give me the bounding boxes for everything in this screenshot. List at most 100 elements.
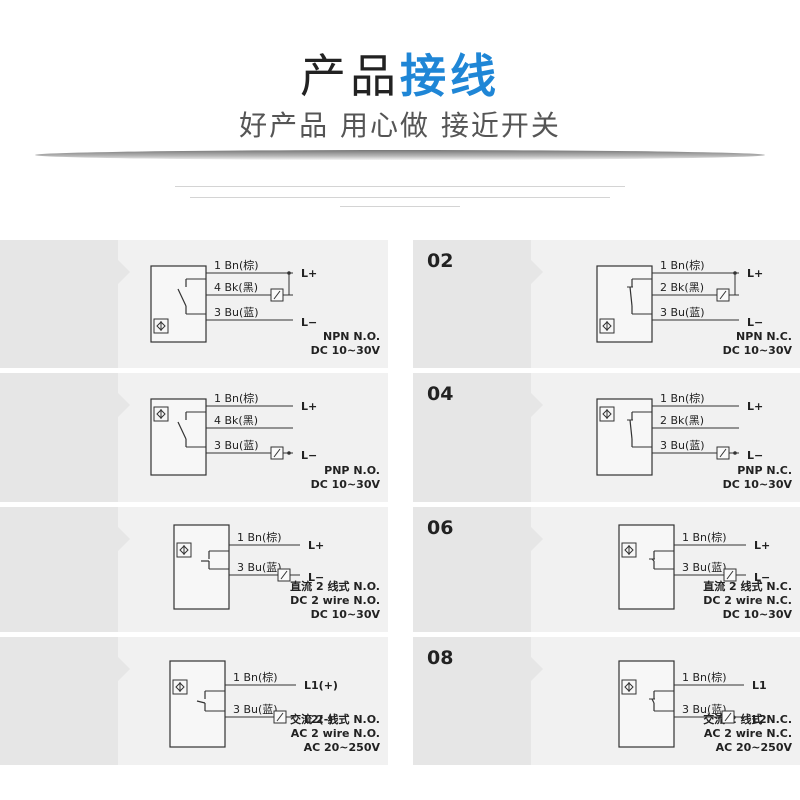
panel-label: PNP N.O.DC 10~30V — [311, 464, 380, 492]
sensor-icon — [156, 409, 166, 419]
wire-label: 1 Bn(棕) — [682, 670, 727, 684]
panel-label-line: DC 10~30V — [722, 608, 792, 621]
panel-label-line: NPN N.C. — [736, 330, 792, 343]
terminal-label: L− — [754, 571, 770, 584]
wire-label: 3 Bu(蓝) — [233, 703, 278, 716]
fine-divider — [175, 186, 625, 187]
panel-label-line: DC 10~30V — [310, 344, 380, 357]
panel-label-area — [0, 637, 118, 765]
wiring-diagram: 1 Bn(棕)3 Bu(蓝)L+L− — [618, 524, 770, 610]
sensor-icon — [153, 406, 169, 422]
terminal-label: L+ — [747, 400, 763, 413]
panel-diagram-area — [531, 240, 800, 368]
panel-label-line: AC 2 wire N.C. — [703, 727, 792, 740]
terminal-label: L+ — [747, 267, 763, 280]
sensor-icon — [624, 545, 634, 555]
panel-label: PNP N.C.DC 10~30V — [723, 464, 792, 492]
wire-label: 3 Bu(蓝) — [237, 561, 282, 574]
panel-label-line: PNP N.C. — [737, 464, 792, 477]
wire-label: 1 Bn(棕) — [660, 391, 705, 405]
page-title: 产品接线 — [0, 40, 800, 106]
wire-label: 3 Bu(蓝) — [214, 306, 259, 319]
terminal-label: L− — [747, 316, 763, 329]
wire-label: 1 Bn(棕) — [682, 530, 727, 544]
load-resistor — [726, 570, 734, 580]
panel-label-area — [0, 507, 118, 632]
panel-notch — [118, 260, 130, 284]
terminal-label: L1 — [752, 679, 767, 692]
sensor-body — [596, 265, 653, 343]
wire-label: 3 Bu(蓝) — [682, 561, 727, 574]
page-subtitle: 好产品 用心做 接近开关 — [239, 109, 561, 142]
sensor-icon — [599, 406, 615, 422]
panel-notch — [531, 657, 543, 681]
panel-number: 02 — [427, 250, 454, 272]
wire-label: 3 Bu(蓝) — [660, 306, 705, 319]
load-resistor — [273, 290, 281, 300]
panel-label-line: 直流 2 线式 N.O. — [290, 580, 380, 593]
wiring-panel: 直流 2 线式 N.O.DC 2 wire N.O.DC 10~30V 1 Bn(… — [0, 507, 388, 632]
wire-label: 4 Bk(黑) — [214, 414, 258, 427]
panel-label-line: AC 20~250V — [303, 741, 380, 754]
load-resistor — [273, 448, 281, 458]
sensor-icon — [624, 682, 634, 692]
junction-dot — [287, 451, 291, 455]
sensor-body — [150, 265, 207, 343]
panel-notch — [531, 393, 543, 417]
terminal-label: L+ — [301, 400, 317, 413]
junction-dot — [733, 271, 737, 275]
panel-label-area — [0, 373, 118, 502]
fine-divider — [190, 197, 610, 198]
panel-number: 08 — [427, 647, 454, 669]
panel-label-line: DC 10~30V — [722, 344, 792, 357]
wire-label: 3 Bu(蓝) — [682, 703, 727, 716]
terminal-label: L2(-) — [304, 713, 333, 726]
junction-dot — [287, 271, 291, 275]
panel-label: NPN N.O.DC 10~30V — [311, 330, 380, 358]
terminal-label: L1(+) — [304, 679, 338, 692]
panel-label-line: DC 10~30V — [310, 478, 380, 491]
wire-label: 1 Bn(棕) — [660, 258, 705, 272]
sensor-icon — [172, 679, 188, 695]
sensor-icon — [156, 321, 166, 331]
load-resistor — [719, 448, 727, 458]
terminal-label: L− — [308, 571, 324, 584]
title-part-1: 产品 — [300, 49, 400, 103]
switch-contact — [629, 286, 633, 307]
panel-label: 直流 2 线式 N.C.DC 2 wire N.C.DC 10~30V — [703, 580, 792, 622]
panel-label-line: 交流 2 线式 N.O. — [290, 713, 380, 726]
wire-label: 1 Bn(棕) — [237, 530, 282, 544]
sensor-icon — [153, 318, 169, 334]
switch-contact — [177, 288, 187, 307]
sensor-icon — [176, 542, 192, 558]
wire-label: 3 Bu(蓝) — [660, 439, 705, 452]
terminal-label: L− — [301, 449, 317, 462]
panel-label-area — [413, 373, 531, 502]
wire-label: 3 Bu(蓝) — [214, 439, 259, 452]
panel-label-line: 直流 2 线式 N.C. — [703, 580, 792, 593]
fine-divider — [340, 206, 460, 207]
junction-dot — [733, 451, 737, 455]
sensor-body — [596, 398, 653, 476]
wire-label: 1 Bn(棕) — [214, 258, 259, 272]
panel-label-line: DC 2 wire N.O. — [290, 594, 380, 607]
panel-label: 直流 2 线式 N.O.DC 2 wire N.O.DC 10~30V — [290, 580, 380, 622]
wire-label: 1 Bn(棕) — [233, 670, 278, 684]
panel-notch — [118, 393, 130, 417]
wire-label: 1 Bn(棕) — [214, 391, 259, 405]
sensor-body — [618, 524, 675, 610]
wire-label: 2 Bk(黑) — [660, 414, 704, 427]
load-resistor — [280, 570, 288, 580]
panel-label: NPN N.C.DC 10~30V — [723, 330, 792, 358]
panel-label-area — [413, 507, 531, 632]
terminal-label: L+ — [308, 539, 324, 552]
panel-notch — [531, 260, 543, 284]
panel-diagram-area — [118, 637, 388, 765]
panel-label-line: AC 20~250V — [715, 741, 792, 754]
switch-contact — [651, 698, 655, 704]
